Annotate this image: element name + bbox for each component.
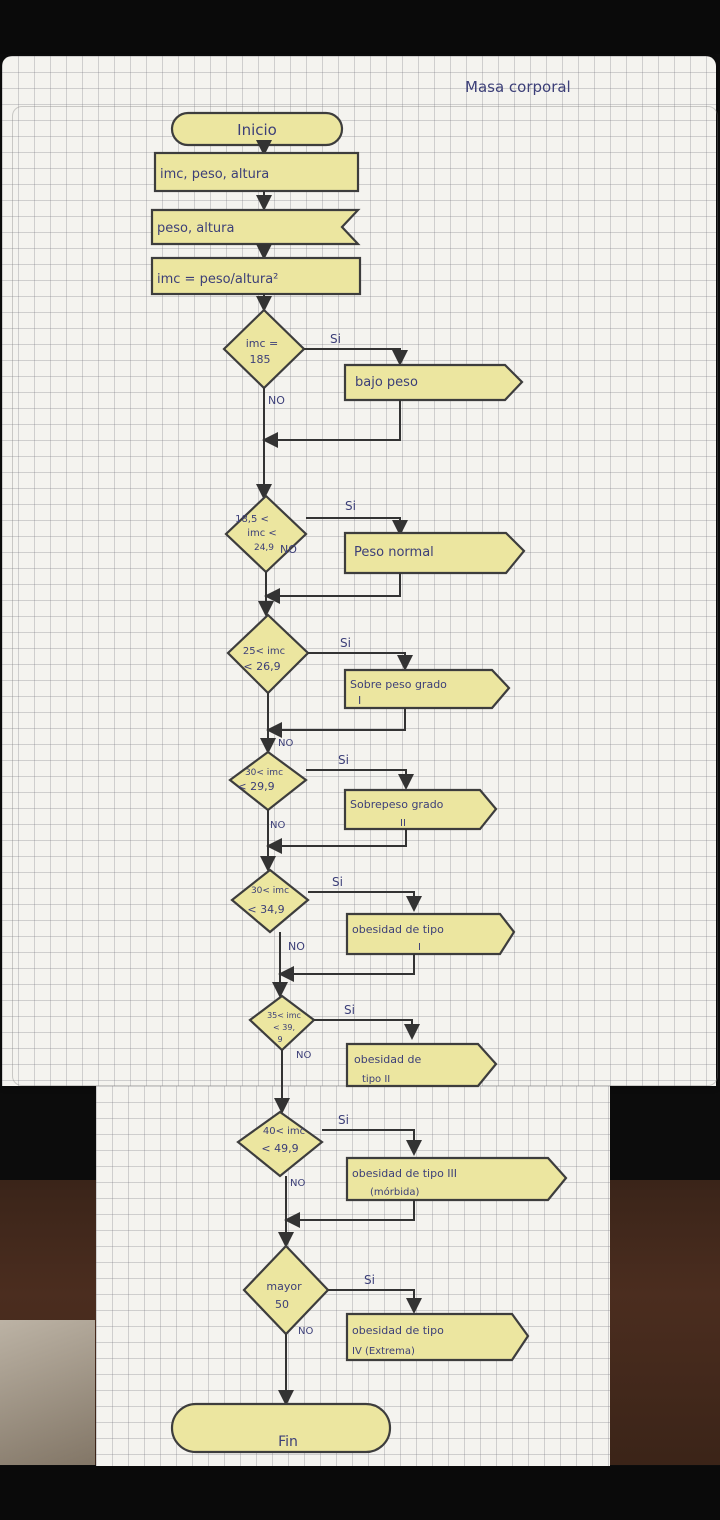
svg-text:imc <: imc < xyxy=(247,528,277,539)
output-1: bajo peso xyxy=(343,363,524,402)
decision-4: 30< imc < 29,9 xyxy=(228,750,308,812)
svg-text:18,5 <: 18,5 < xyxy=(235,514,269,525)
start-label: Inicio xyxy=(237,121,277,139)
decision-2: 18,5 < imc < 24,9 xyxy=(224,494,308,574)
svg-text:35< imc: 35< imc xyxy=(267,1011,301,1020)
svg-text:30< imc: 30< imc xyxy=(251,886,289,896)
decision-1: imc = 185 xyxy=(222,308,306,390)
svg-text:mayor: mayor xyxy=(266,1280,302,1293)
svg-text:obesidad de tipo III: obesidad de tipo III xyxy=(352,1167,457,1180)
yes-label: Si xyxy=(364,1273,375,1287)
output-2: Peso normal xyxy=(343,531,526,575)
formula-box: imc = peso/altura² xyxy=(150,256,362,296)
end-label: Fin xyxy=(278,1434,298,1450)
svg-text:II: II xyxy=(400,818,406,829)
output-5: obesidad de tipo I xyxy=(345,912,516,956)
diagram-title: Masa corporal xyxy=(465,78,571,96)
no-label: NO xyxy=(290,1178,305,1189)
svg-text:25< imc: 25< imc xyxy=(243,646,285,657)
no-label: NO xyxy=(270,820,285,831)
no-label: NO xyxy=(278,738,293,749)
svg-text:Peso normal: Peso normal xyxy=(354,545,434,560)
svg-text:tipo II: tipo II xyxy=(362,1074,390,1085)
yes-label: Si xyxy=(338,1113,349,1127)
top-black-bar xyxy=(0,0,720,54)
svg-text:I: I xyxy=(358,694,361,707)
svg-text:Sobre peso grado: Sobre peso grado xyxy=(350,678,447,691)
svg-text:< 49,9: < 49,9 xyxy=(261,1142,298,1155)
svg-text:50: 50 xyxy=(275,1298,289,1311)
start-terminal: Inicio xyxy=(170,111,344,147)
yes-label: Si xyxy=(340,636,351,650)
decision-3: 25< imc < 26,9 xyxy=(226,613,310,695)
no-label: NO xyxy=(296,1050,311,1061)
svg-text:obesidad de tipo: obesidad de tipo xyxy=(352,923,444,936)
svg-text:(mórbida): (mórbida) xyxy=(370,1186,419,1198)
output-7: obesidad de tipo III (mórbida) xyxy=(345,1156,568,1202)
svg-text:< 29,9: < 29,9 xyxy=(237,780,274,793)
svg-text:< 34,9: < 34,9 xyxy=(247,903,284,916)
formula-text: imc = peso/altura² xyxy=(157,272,278,287)
input-box: peso, altura xyxy=(150,208,361,246)
svg-text:obesidad de: obesidad de xyxy=(354,1053,421,1066)
svg-text:I: I xyxy=(418,942,421,953)
svg-text:Sobrepeso grado: Sobrepeso grado xyxy=(350,798,444,811)
svg-text:24,9: 24,9 xyxy=(254,543,274,553)
floor-tile xyxy=(0,1320,95,1465)
yes-label: Si xyxy=(330,332,341,346)
end-terminal: Fin xyxy=(170,1402,392,1454)
svg-text:30< imc: 30< imc xyxy=(245,768,283,778)
yes-label: Si xyxy=(344,1003,355,1017)
svg-text:IV (Extrema): IV (Extrema) xyxy=(352,1346,415,1357)
no-label: NO xyxy=(280,543,297,556)
svg-text:imc =: imc = xyxy=(246,337,279,350)
no-label: NO xyxy=(268,394,285,407)
svg-text:< 26,9: < 26,9 xyxy=(243,660,280,673)
no-label: NO xyxy=(288,940,305,953)
output-8: obesidad de tipo IV (Extrema) xyxy=(345,1312,530,1362)
declaration-box: imc, peso, altura xyxy=(153,151,360,193)
input-text: peso, altura xyxy=(157,221,234,236)
svg-text:obesidad de tipo: obesidad de tipo xyxy=(352,1324,444,1337)
decision-6: 35< imc < 39, 9 xyxy=(248,994,316,1052)
declaration-text: imc, peso, altura xyxy=(160,167,269,182)
graph-paper-extension xyxy=(96,1086,610,1466)
svg-text:9: 9 xyxy=(277,1035,282,1044)
decision-7: 40< imc < 49,9 xyxy=(236,1110,324,1178)
output-4: Sobrepeso grado II xyxy=(343,788,498,831)
no-label: NO xyxy=(298,1326,313,1337)
svg-text:185: 185 xyxy=(250,353,271,366)
svg-text:40< imc: 40< imc xyxy=(263,1126,305,1137)
bottom-black-bar xyxy=(0,1466,720,1520)
decision-8: mayor 50 xyxy=(242,1244,330,1336)
svg-text:bajo peso: bajo peso xyxy=(355,375,418,390)
decision-5: 30< imc < 34,9 xyxy=(230,868,310,934)
yes-label: Si xyxy=(338,753,349,767)
output-3: Sobre peso grado I xyxy=(343,668,511,710)
yes-label: Si xyxy=(332,875,343,889)
svg-text:< 39,: < 39, xyxy=(273,1023,295,1032)
yes-label: Si xyxy=(345,499,356,513)
output-6: obesidad de tipo II xyxy=(345,1042,498,1088)
